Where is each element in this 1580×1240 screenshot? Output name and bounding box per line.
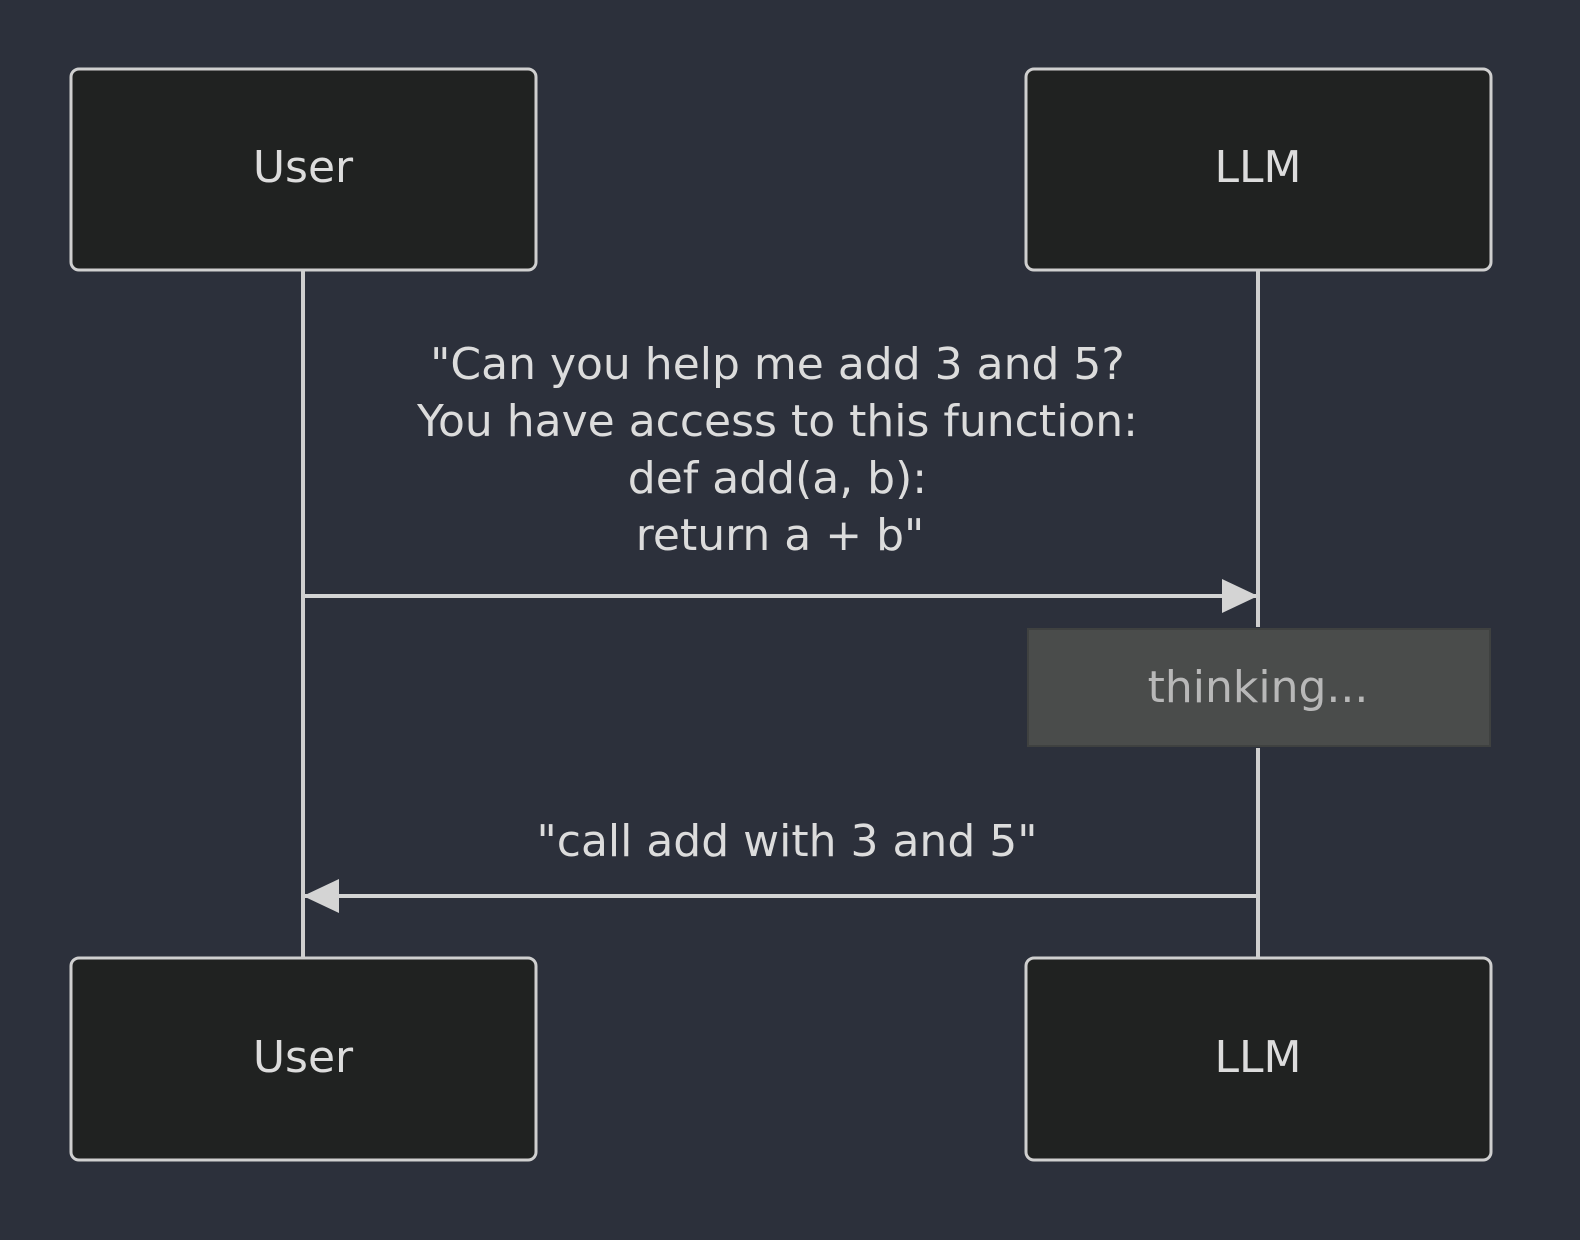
actor-llm-top-label: LLM [1215, 142, 1302, 193]
message-response: "call add with 3 and 5" [303, 816, 1256, 913]
actor-llm-top: LLM [1024, 67, 1493, 272]
message-request: "Can you help me add 3 and 5? You have a… [305, 339, 1258, 613]
actor-llm-bottom-label: LLM [1215, 1032, 1302, 1083]
message-request-line-3: def add(a, b): [628, 453, 927, 504]
note-thinking-text: thinking... [1148, 662, 1369, 713]
message-request-line-4: return a + b" [636, 510, 925, 561]
actor-user-bottom: User [69, 956, 538, 1162]
message-request-line-1: "Can you help me add 3 and 5? [430, 339, 1125, 390]
actor-user-bottom-label: User [253, 1032, 354, 1083]
actor-user-top: User [69, 67, 538, 272]
message-request-line-2: You have access to this function: [416, 396, 1138, 447]
message-response-text: "call add with 3 and 5" [537, 816, 1038, 867]
actor-llm-bottom: LLM [1024, 956, 1493, 1162]
note-thinking: thinking... [1027, 628, 1491, 747]
message-request-text: "Can you help me add 3 and 5? You have a… [416, 339, 1143, 561]
actor-user-top-label: User [253, 142, 354, 193]
